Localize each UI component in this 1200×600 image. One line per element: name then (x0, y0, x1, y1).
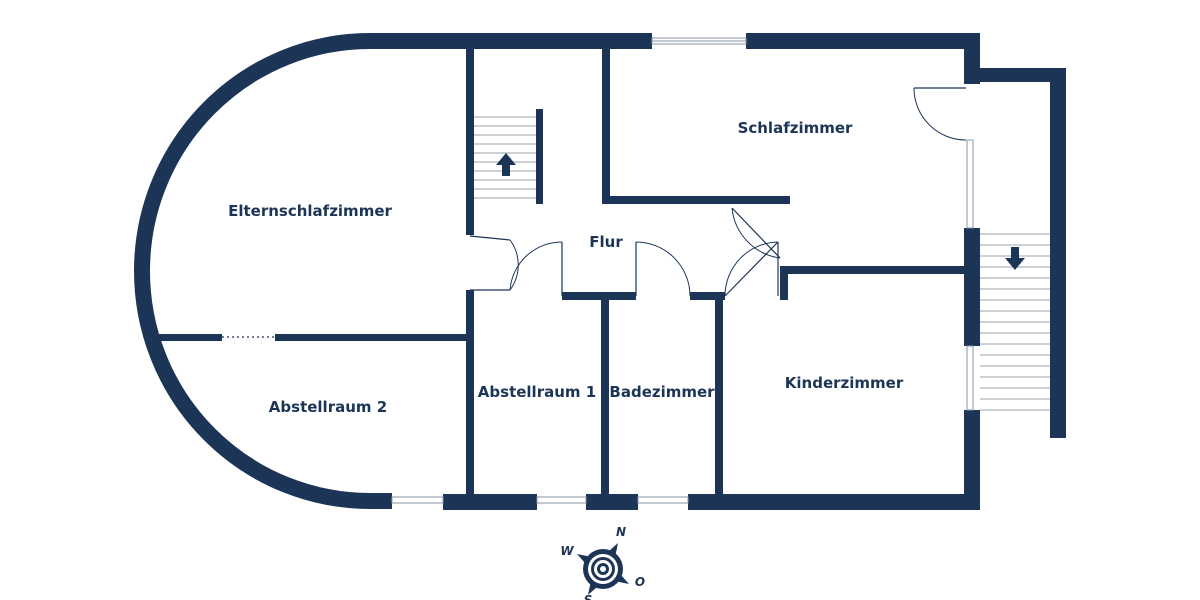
label-elternschlafzimmer: Elternschlafzimmer (228, 202, 392, 220)
top-wall-left (370, 33, 652, 49)
wall-schlaf-south (602, 196, 790, 204)
window-east-lower (966, 345, 974, 411)
label-abstellraum-1: Abstellraum 1 (478, 383, 596, 401)
outer-walls (134, 33, 1066, 510)
wall-schlaf-west (602, 49, 610, 203)
compass-west: W (560, 544, 574, 558)
east-wall-middle (964, 228, 980, 346)
label-flur: Flur (589, 233, 623, 251)
room-labels: Elternschlafzimmer Schlafzimmer Flur Abs… (228, 119, 904, 416)
stairs-right (980, 233, 1050, 411)
wall-kinder-stub (780, 266, 788, 300)
doors (222, 87, 967, 338)
stair-up-arrow-icon (496, 153, 516, 176)
windows (391, 37, 974, 504)
door-bad (635, 241, 691, 297)
curved-west-wall (134, 33, 395, 509)
label-abstellraum-2: Abstellraum 2 (269, 398, 387, 416)
wall-abstell2-right (275, 334, 470, 341)
wall-abstell2-left (150, 334, 222, 341)
wall-flur-south-2 (690, 292, 725, 300)
bottom-wall-a (443, 494, 537, 510)
stair-outer-wall (1050, 68, 1066, 438)
east-wall-offset (964, 68, 1066, 82)
stair-down-arrow-icon (1005, 247, 1025, 270)
wall-bad-kinder (715, 292, 723, 500)
door-schlaf-east (913, 87, 967, 141)
door-kinder (724, 241, 779, 297)
stairs-upper (474, 116, 536, 199)
top-wall-right (746, 33, 980, 49)
compass-south: S (584, 593, 593, 600)
label-kinderzimmer: Kinderzimmer (785, 374, 904, 392)
compass-east: O (635, 575, 645, 589)
compass-rose: N W O S (560, 525, 645, 600)
interior-walls (150, 49, 970, 500)
east-wall-lower (964, 410, 980, 510)
wall-flur-south-1 (562, 292, 636, 300)
window-bottom-3 (637, 496, 689, 504)
window-east-upper (966, 139, 974, 229)
wall-eltern-abstell1 (466, 290, 474, 500)
door-abstell1 (509, 241, 563, 296)
window-bottom-2 (536, 496, 587, 504)
stair-rail-upper (536, 109, 543, 204)
window-bottom-1 (391, 496, 444, 504)
compass-north: N (616, 525, 626, 539)
wall-kinder-north (780, 266, 970, 274)
compass-icon (577, 543, 629, 595)
bottom-wall-b (586, 494, 638, 510)
label-schlafzimmer: Schlafzimmer (738, 119, 853, 137)
wall-abstell1-bad (601, 292, 609, 500)
wall-eltern-flur (466, 49, 474, 235)
label-badezimmer: Badezimmer (609, 383, 715, 401)
bottom-wall-c (688, 494, 980, 510)
door-schlaf-flur (731, 207, 781, 259)
